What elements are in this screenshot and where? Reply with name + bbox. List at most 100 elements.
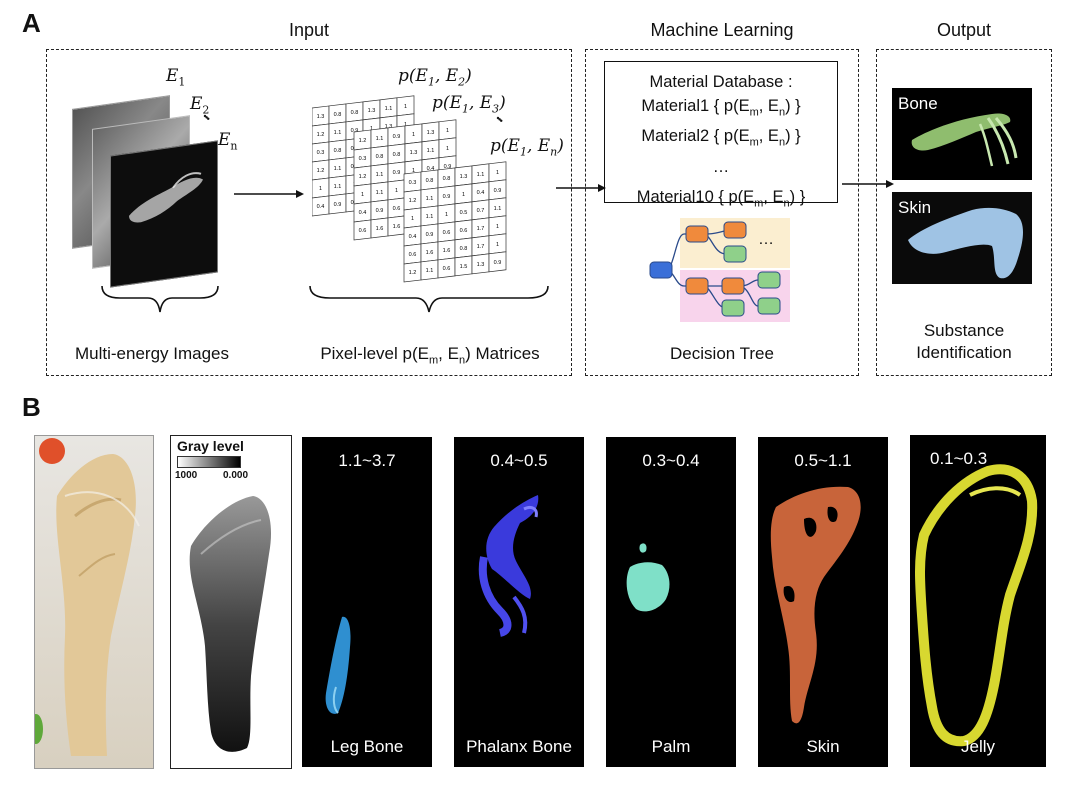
matrix-cell-value: 0.9: [376, 208, 384, 214]
machine-learning-box: [585, 49, 859, 376]
strip-name: Jelly: [960, 737, 995, 756]
matrix-cell-value: 0.8: [393, 152, 401, 158]
phalanx-bone-render: [478, 495, 539, 637]
database-row: Material2 { p(Em, En) }: [641, 127, 801, 149]
gray-level-title: Gray level: [177, 438, 244, 454]
brace-images: [101, 285, 219, 313]
matrix-cell-value: 0.4: [317, 204, 325, 210]
matrix-cell-value: 0.9: [393, 134, 401, 140]
gray-level-min: 0.000: [223, 470, 249, 481]
strip-range: 0.4~0.5: [490, 451, 548, 470]
matrix-cell-value: 1.1: [334, 184, 342, 190]
matrix-cell-value: 0.6: [359, 228, 367, 234]
caption-decision-tree: Decision Tree: [670, 344, 774, 363]
arrow-images-to-matrices: [234, 190, 304, 198]
strip-name: Palm: [651, 737, 691, 756]
matrix-cell-value: 1.6: [443, 248, 451, 254]
panel-a-letter: A: [22, 8, 41, 38]
matrix-cell-value: 0.3: [317, 150, 325, 156]
strip-leg-bone: 1.1~3.7 Leg Bone: [302, 437, 432, 767]
matrix-cell-value: 0.6: [460, 228, 468, 234]
matrix-cell-value: 0.4: [359, 210, 367, 216]
matrix-cell-value: 1.3: [427, 130, 435, 136]
matrix-cell-value: 1.6: [376, 226, 384, 232]
bone-render: [911, 113, 1018, 167]
matrix-cell-value: 1: [361, 192, 364, 198]
matrix-cell-value: 1: [462, 192, 465, 198]
energy-label-e2: E2: [190, 94, 210, 117]
matrix-cell-value: 1.2: [409, 270, 417, 276]
matrix-cell-value: 1.5: [460, 264, 468, 270]
gray-level-image: Gray level 1000 0.000: [170, 435, 292, 769]
specimen-foot-shape: [56, 454, 140, 756]
matrix-cell-value: 1: [496, 224, 499, 230]
gray-level-colorbar: [177, 456, 241, 468]
matrix-cell-value: 0.4: [409, 234, 417, 240]
database-row: …: [712, 157, 730, 176]
matrix-cell-value: 0.9: [443, 194, 451, 200]
tree-root-node: [649, 261, 673, 279]
input-box: [46, 49, 572, 376]
database-title: Material Database :: [649, 73, 793, 91]
matrix-cell-value: 0.8: [351, 110, 359, 116]
strip-name: Phalanx Bone: [466, 737, 572, 756]
gray-level-foot: [189, 496, 272, 752]
matrix-cell-value: 1.6: [393, 224, 401, 230]
leg-bone-render: [325, 616, 351, 714]
caption-pixel-level-matrices: Pixel-level p(Em, En) Matrices: [320, 344, 540, 367]
arrow-matrices-to-database: [556, 184, 606, 192]
skin-render: [908, 207, 1023, 279]
matrix-cell-value: 1: [411, 216, 414, 222]
database-row: Material1 { p(Em, En) }: [641, 97, 801, 119]
matrix-cell-value: 1.1: [477, 172, 485, 178]
strip-jelly: 0.1~0.3 Jelly: [910, 435, 1046, 767]
output-bone-label: Bone: [898, 94, 938, 113]
caption-substance-identification: Substance Identification: [916, 321, 1012, 362]
tree-node: [685, 277, 709, 295]
strip-range: 0.3~0.4: [642, 451, 700, 470]
input-section-title: Input: [288, 20, 330, 40]
output-section-title: Output: [936, 20, 992, 40]
matrix-cell-value: 0.4: [477, 190, 485, 196]
matrix-cell-value: 1.1: [385, 106, 393, 112]
tree-leaf: [757, 271, 781, 289]
matrix-cell-value: 0.8: [443, 176, 451, 182]
matrix-cell-value: 0.8: [426, 178, 434, 184]
matrix-cell-value: 1.1: [334, 166, 342, 172]
matrix-cell-value: 0.8: [376, 154, 384, 160]
matrix-cell-value: 1.3: [477, 262, 485, 268]
matrix-cell-value: 0.6: [443, 230, 451, 236]
tree-node: [723, 221, 747, 239]
matrix-cell-value: 1.1: [494, 206, 502, 212]
database-row: Material10 { p(Em, En) }: [636, 187, 806, 210]
brace-matrices: [309, 285, 549, 313]
matrix-cell-value: 0.6: [409, 252, 417, 258]
matrix-cell-value: 0.3: [359, 156, 367, 162]
matrix-cell-value: 1.6: [426, 250, 434, 256]
matrix-cell-value: 1.1: [376, 190, 384, 196]
matrix-cell-value: 0.9: [444, 164, 452, 170]
strip-name: Leg Bone: [330, 737, 404, 756]
matrix-cell-value: 0.8: [334, 148, 342, 154]
matrix-cell-value: 1.7: [477, 244, 485, 250]
matrix-cell-value: 1.1: [427, 148, 435, 154]
matrix-cell-value: 0.9: [494, 188, 502, 194]
matrix-cell-value: 1: [395, 188, 398, 194]
matrix-cell-value: 1: [446, 128, 449, 134]
jelly-render: [915, 464, 1038, 747]
matrix-cell-value: 1.2: [359, 138, 367, 144]
output-box: [876, 49, 1052, 376]
matrix-cell-value: 0.9: [426, 232, 434, 238]
decision-tree-diagram: …: [649, 218, 790, 322]
matrix-cell-value: 0.6: [393, 206, 401, 212]
tree-leaf: [721, 299, 745, 317]
matrix-label-e1-en: p(E1, En): [490, 136, 564, 159]
matrix-cell-value: 1.1: [426, 214, 434, 220]
xray-limb-shape: [129, 172, 203, 223]
specimen-photo: [34, 435, 154, 769]
matrix-cell-value: 1.2: [317, 132, 325, 138]
matrix-cell: [488, 251, 507, 273]
matrix-cell-value: 1: [496, 242, 499, 248]
arrow-database-to-output: [842, 180, 894, 188]
tree-node: [721, 277, 745, 295]
